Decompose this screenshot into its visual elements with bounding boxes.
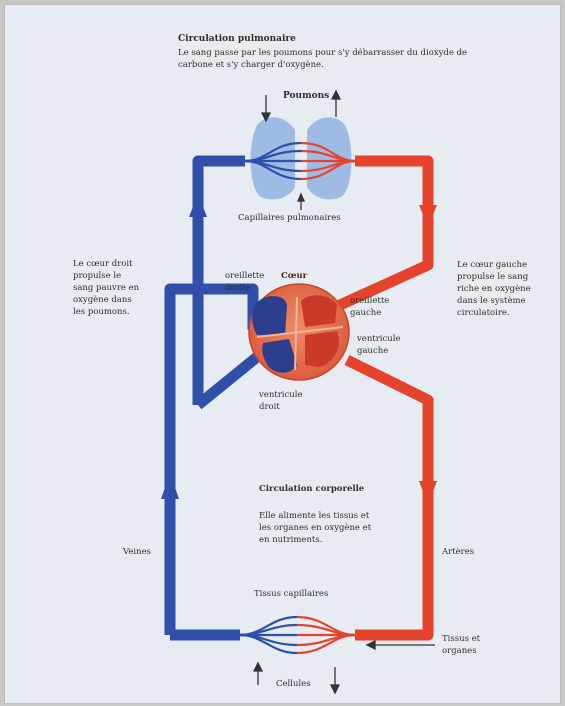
right-atrium-label: oreillette droite	[225, 270, 271, 294]
artery-down-arrow	[419, 481, 437, 505]
circulation-diagram	[5, 5, 562, 705]
veins-label: Veines	[123, 546, 151, 558]
pulmonary-vein-down	[340, 225, 428, 305]
lungs-illustration	[245, 91, 355, 210]
aorta	[347, 360, 428, 635]
tissues-organs-label: Tissus et organes	[442, 633, 502, 657]
arteries-label: Artères	[442, 546, 474, 558]
pulmonary-circulation-title: Circulation pulmonaire	[178, 33, 296, 45]
heart-label: Cœur	[281, 270, 307, 282]
tissue-capillaries-label: Tissus capillaires	[254, 588, 328, 600]
right-heart-note: Le cœur droit propulse le sang pauvre en…	[73, 258, 143, 318]
left-atrium-label: oreillette gauche	[350, 295, 400, 319]
left-heart-note: Le cœur gauche propulse le sang riche en…	[457, 259, 531, 319]
tissue-capillaries	[240, 617, 435, 693]
vena-cava	[170, 289, 253, 635]
systemic-circulation-text: Elle alimente les tissus et les organes …	[259, 510, 379, 546]
cells-label: Cellules	[276, 678, 311, 690]
right-ventricle-outflow	[198, 357, 257, 405]
blue-circuit	[170, 161, 257, 635]
pulmonary-circulation-text: Le sang passe par les poumons pour s'y d…	[178, 47, 478, 71]
vein-up-arrow	[161, 473, 179, 499]
diagram-page: Circulation pulmonaire Le sang passe par…	[4, 4, 561, 704]
left-atrium	[301, 295, 337, 327]
heart-illustration	[249, 284, 349, 380]
lungs-label: Poumons	[283, 90, 329, 102]
pulmonary-capillaries-label: Capillaires pulmonaires	[238, 212, 341, 224]
pulmonary-up-arrow	[189, 194, 207, 217]
red-circuit	[340, 161, 428, 635]
systemic-circulation-title: Circulation corporelle	[259, 483, 369, 495]
pulmonary-down-arrow	[419, 205, 437, 227]
right-ventricle-label: ventricule droit	[259, 389, 309, 413]
pulmonary-vein-red	[355, 161, 428, 225]
left-ventricle-label: ventricule gauche	[357, 333, 407, 357]
